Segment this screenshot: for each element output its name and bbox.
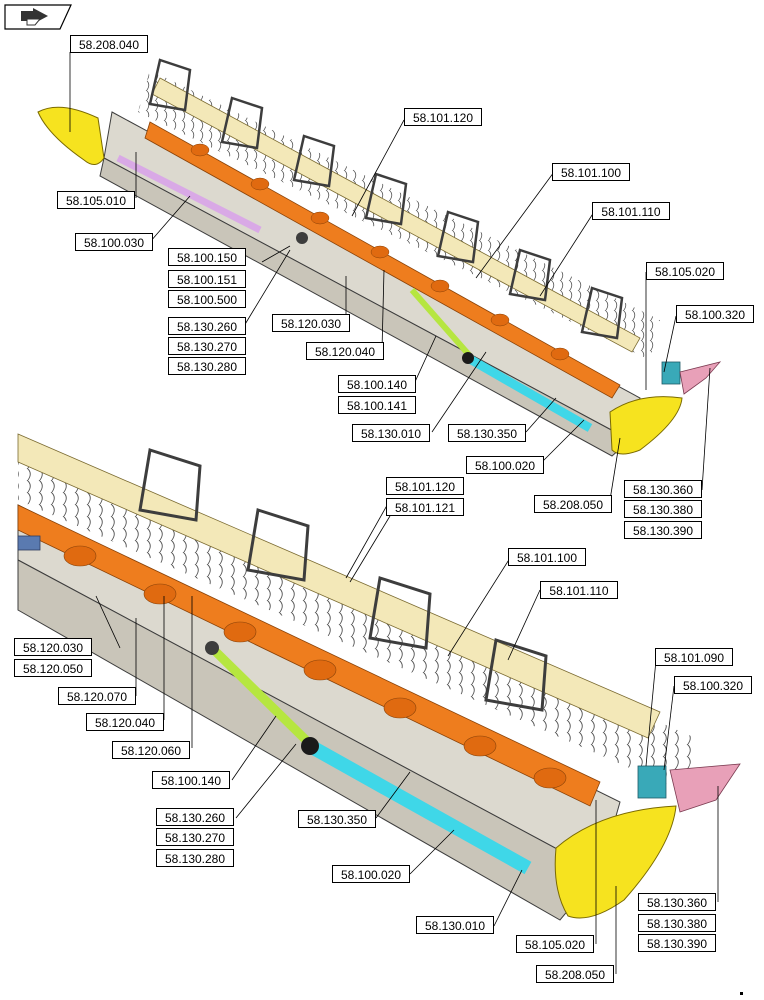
top-right-divider xyxy=(679,361,722,395)
callout-58-105-020[interactable]: 58.105.020 xyxy=(646,262,724,280)
callout-58-101-120-lower[interactable]: 58.101.120 xyxy=(386,477,464,495)
top-lime-shaft xyxy=(409,288,473,358)
callout-58-100-500[interactable]: 58.100.500 xyxy=(168,290,246,308)
callout-58-130-280[interactable]: 58.130.280 xyxy=(168,357,246,375)
top-left-end-shield xyxy=(37,106,105,165)
callout-58-130-350[interactable]: 58.130.350 xyxy=(448,424,526,442)
callout-58-100-140[interactable]: 58.100.140 xyxy=(338,375,416,393)
callout-58-120-070-lower[interactable]: 58.120.070 xyxy=(58,687,136,705)
callout-58-100-151[interactable]: 58.100.151 xyxy=(168,270,246,288)
bottom-cyan-shaft xyxy=(306,739,532,875)
callout-58-101-090-lower[interactable]: 58.101.090 xyxy=(655,648,733,666)
callout-58-130-360[interactable]: 58.130.360 xyxy=(624,480,702,498)
bottom-auger xyxy=(17,504,601,807)
bottom-right-drive xyxy=(637,765,667,799)
callout-58-101-100-lower[interactable]: 58.101.100 xyxy=(508,548,586,566)
top-right-end-shield xyxy=(609,396,683,455)
callout-58-120-030-lower[interactable]: 58.120.030 xyxy=(14,638,92,656)
page-marker xyxy=(740,992,743,995)
callout-58-130-010-lower[interactable]: 58.130.010 xyxy=(416,916,494,934)
callout-58-130-380-lower[interactable]: 58.130.380 xyxy=(638,914,716,932)
back-navigation-icon[interactable] xyxy=(4,4,72,30)
callout-58-101-100[interactable]: 58.101.100 xyxy=(552,163,630,181)
top-right-drive xyxy=(661,361,681,385)
top-cyan-shaft xyxy=(465,354,593,432)
top-header-assembly xyxy=(37,58,722,457)
bottom-reel-spiders xyxy=(138,448,548,712)
callout-58-101-120[interactable]: 58.101.120 xyxy=(404,108,482,126)
callout-58-130-270-lower[interactable]: 58.130.270 xyxy=(156,828,234,846)
top-frame-side xyxy=(99,157,631,457)
callout-58-130-380[interactable]: 58.130.380 xyxy=(624,500,702,518)
callout-58-120-030[interactable]: 58.120.030 xyxy=(272,314,350,332)
callout-58-130-390-lower[interactable]: 58.130.390 xyxy=(638,934,716,952)
callout-58-130-280-lower[interactable]: 58.130.280 xyxy=(156,849,234,867)
bottom-right-end-shield xyxy=(554,805,677,919)
top-leader-lines xyxy=(69,52,711,501)
bottom-reel-tube xyxy=(17,433,661,739)
bottom-leader-lines xyxy=(95,499,719,974)
callout-58-208-050-lower[interactable]: 58.208.050 xyxy=(536,965,614,983)
bottom-left-drive xyxy=(17,535,41,551)
callout-58-120-050-lower[interactable]: 58.120.050 xyxy=(14,659,92,677)
callout-58-100-150[interactable]: 58.100.150 xyxy=(168,248,246,266)
callout-58-130-260-lower[interactable]: 58.130.260 xyxy=(156,808,234,826)
callout-58-105-020-lower[interactable]: 58.105.020 xyxy=(516,935,594,953)
callout-58-130-350-lower[interactable]: 58.130.350 xyxy=(298,810,376,828)
callout-58-208-050[interactable]: 58.208.050 xyxy=(534,495,612,513)
callout-58-130-390[interactable]: 58.130.390 xyxy=(624,521,702,539)
callout-58-130-260[interactable]: 58.130.260 xyxy=(168,317,246,335)
top-violet-shaft xyxy=(116,154,262,234)
callout-58-101-121-lower[interactable]: 58.101.121 xyxy=(386,498,464,516)
bottom-coupler xyxy=(301,737,319,755)
bottom-right-divider xyxy=(669,763,741,813)
bottom-lime-shaft xyxy=(210,646,314,748)
callout-58-208-040[interactable]: 58.208.040 xyxy=(70,35,148,53)
top-auger xyxy=(144,121,621,399)
callout-58-101-110[interactable]: 58.101.110 xyxy=(592,202,670,220)
callout-58-101-110-lower[interactable]: 58.101.110 xyxy=(540,581,618,599)
top-gearbox xyxy=(296,232,308,244)
callout-58-120-040[interactable]: 58.120.040 xyxy=(306,342,384,360)
callout-58-130-010[interactable]: 58.130.010 xyxy=(352,424,430,442)
callout-58-100-020-lower[interactable]: 58.100.020 xyxy=(332,865,410,883)
callout-58-105-010[interactable]: 58.105.010 xyxy=(57,191,135,209)
callout-58-100-030[interactable]: 58.100.030 xyxy=(75,233,153,251)
bottom-header-assembly xyxy=(17,433,741,921)
top-coupler xyxy=(462,352,474,364)
top-reel-spiders xyxy=(148,58,624,340)
callout-58-100-141[interactable]: 58.100.141 xyxy=(338,396,416,414)
bottom-left-cv-joint xyxy=(205,641,219,655)
callout-58-100-020[interactable]: 58.100.020 xyxy=(466,456,544,474)
callout-58-120-060-lower[interactable]: 58.120.060 xyxy=(112,741,190,759)
callout-58-100-140-lower[interactable]: 58.100.140 xyxy=(152,771,230,789)
callout-58-120-040-lower[interactable]: 58.120.040 xyxy=(86,713,164,731)
callout-58-130-270[interactable]: 58.130.270 xyxy=(168,337,246,355)
callout-58-100-320[interactable]: 58.100.320 xyxy=(676,305,754,323)
callout-58-100-320-lower[interactable]: 58.100.320 xyxy=(674,676,752,694)
callout-58-130-360-lower[interactable]: 58.130.360 xyxy=(638,893,716,911)
